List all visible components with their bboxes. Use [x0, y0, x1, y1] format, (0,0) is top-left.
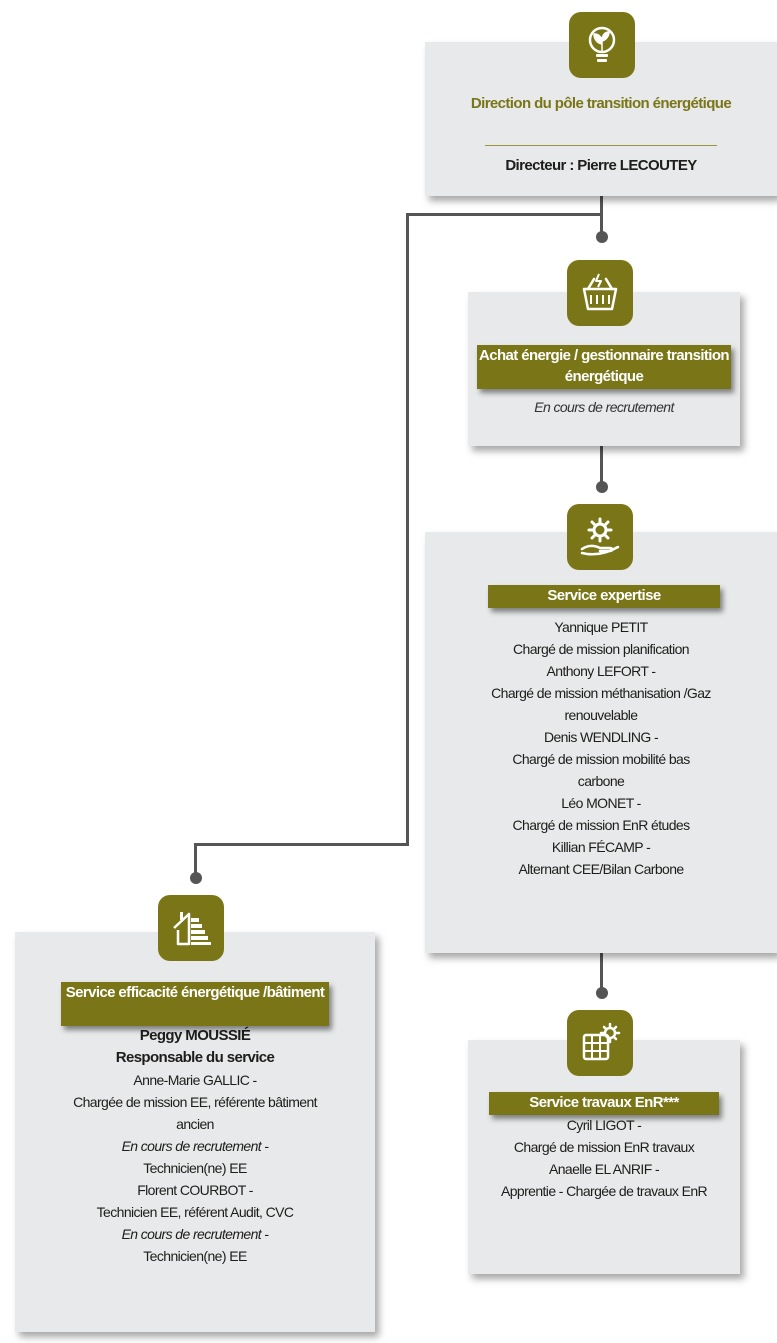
staff-role: Chargé de mission méthanisation /Gaz ren… — [491, 685, 711, 723]
staff-role: Apprentie - Chargée de travaux EnR — [500, 1183, 708, 1199]
separator: - — [261, 1138, 269, 1154]
staff-role: Chargée de mission EE, référente bâtimen… — [73, 1094, 317, 1132]
staff-role: Chargé de mission EnR études — [512, 817, 691, 833]
staff-name: Anne-Marie GALLIC - — [133, 1072, 257, 1088]
separator: - — [261, 1226, 269, 1242]
connector-vertical-left — [406, 213, 409, 845]
staff-role: Technicien(ne) EE — [143, 1248, 247, 1264]
lightbulb-leaf-icon — [569, 12, 635, 78]
house-energy-label-icon — [158, 895, 224, 961]
staff-role: Chargé de mission mobilité bas carbone — [512, 751, 690, 789]
efficacite-staff-list: Peggy MOUSSIÉ Responsable du service Ann… — [37, 1025, 353, 1267]
connector-dot — [596, 481, 608, 493]
connector-vertical-low — [600, 953, 603, 991]
staff-role: Chargé de mission EnR travaux — [513, 1139, 695, 1155]
achat-title-banner: Achat énergie / gestionnaire transition … — [477, 345, 731, 389]
expertise-staff-list: Yannique PETIT Chargé de mission planifi… — [455, 616, 747, 880]
connector-dot — [596, 987, 608, 999]
direction-title: Direction du pôle transition énergétique — [470, 95, 732, 112]
staff-name: Anaelle EL ANRIF - — [548, 1161, 660, 1177]
expertise-title-banner: Service expertise — [488, 585, 720, 608]
staff-name: Killian FÉCAMP - — [551, 839, 651, 855]
efficacite-title-banner: Service efficacité énergétique /bâtiment — [61, 982, 329, 1026]
travaux-title-banner: Service travaux EnR*** — [489, 1092, 719, 1115]
staff-name: Cyril LIGOT - — [566, 1117, 642, 1133]
staff-role: Alternant CEE/Bilan Carbone — [518, 861, 684, 877]
connector-vertical-top — [600, 196, 603, 236]
staff-name: Florent COURBOT - — [137, 1182, 253, 1198]
travaux-staff-list: Cyril LIGOT - Chargé de mission EnR trav… — [476, 1114, 732, 1202]
direction-box: Direction du pôle transition énergétique… — [425, 42, 777, 196]
recruiting-note: En cours de recrutement — [121, 1226, 262, 1242]
achat-status: En cours de recrutement — [534, 399, 674, 415]
connector-horizontal-left — [194, 843, 409, 846]
recruiting-note: En cours de recrutement — [121, 1138, 262, 1154]
travaux-box: Cyril LIGOT - Chargé de mission EnR trav… — [468, 1040, 740, 1274]
service-head-name: Peggy MOUSSIÉ — [139, 1027, 251, 1044]
connector-vertical-left-down — [194, 843, 197, 876]
solar-panel-gear-icon — [567, 1010, 633, 1076]
staff-role: Chargé de mission planification — [513, 641, 690, 657]
expertise-box: Yannique PETIT Chargé de mission planifi… — [425, 532, 777, 953]
staff-vacancy: En cours de recrutement - — [37, 1223, 353, 1245]
staff-vacancy: En cours de recrutement - — [37, 1135, 353, 1157]
direction-divider — [485, 145, 717, 146]
energy-basket-icon — [567, 260, 633, 326]
service-head-role: Responsable du service — [115, 1049, 275, 1066]
staff-name: Anthony LEFORT - — [546, 663, 657, 679]
staff-role: Technicien(ne) EE — [143, 1160, 247, 1176]
staff-name: Denis WENDLING - — [543, 729, 659, 745]
staff-role: Technicien EE, référent Audit, CVC — [96, 1204, 294, 1220]
connector-dot — [596, 231, 608, 243]
connector-vertical-mid — [600, 446, 603, 486]
staff-name: Yannique PETIT — [554, 619, 648, 635]
director-name: Directeur : Pierre LECOUTEY — [505, 157, 697, 174]
staff-name: Léo MONET - — [561, 795, 641, 811]
connector-horizontal-branch — [406, 213, 603, 216]
gear-hand-icon — [567, 504, 633, 570]
connector-dot — [190, 872, 202, 884]
